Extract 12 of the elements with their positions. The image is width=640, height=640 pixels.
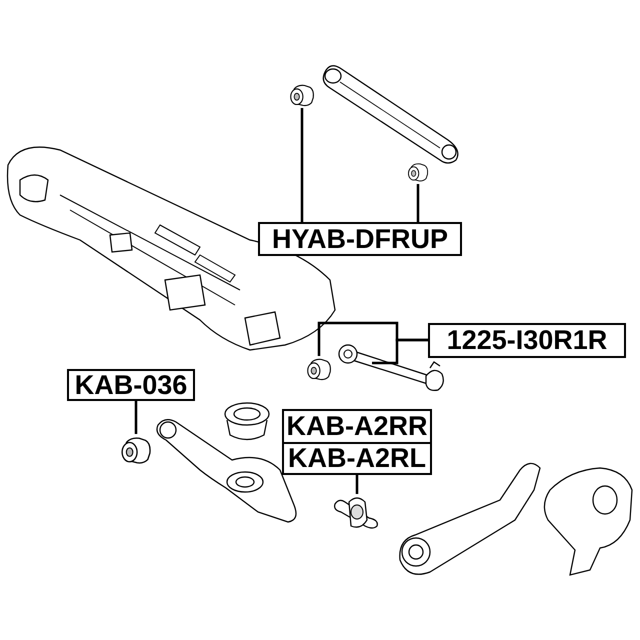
leader-line bbox=[300, 108, 304, 222]
leader-line bbox=[356, 475, 358, 494]
part-number-label: KAB-A2RL bbox=[282, 442, 432, 475]
part-number-label: KAB-A2RR bbox=[282, 409, 432, 444]
leader-line bbox=[416, 184, 420, 222]
part-number-label: 1225-I30R1R bbox=[428, 323, 626, 358]
part-number-label: KAB-036 bbox=[67, 369, 195, 401]
bushing-drawing bbox=[288, 82, 316, 108]
leader-line bbox=[372, 338, 428, 364]
bushing-drawing bbox=[306, 356, 332, 382]
leader-line bbox=[134, 401, 138, 434]
part-number-label: HYAB-DFRUP bbox=[258, 222, 462, 256]
